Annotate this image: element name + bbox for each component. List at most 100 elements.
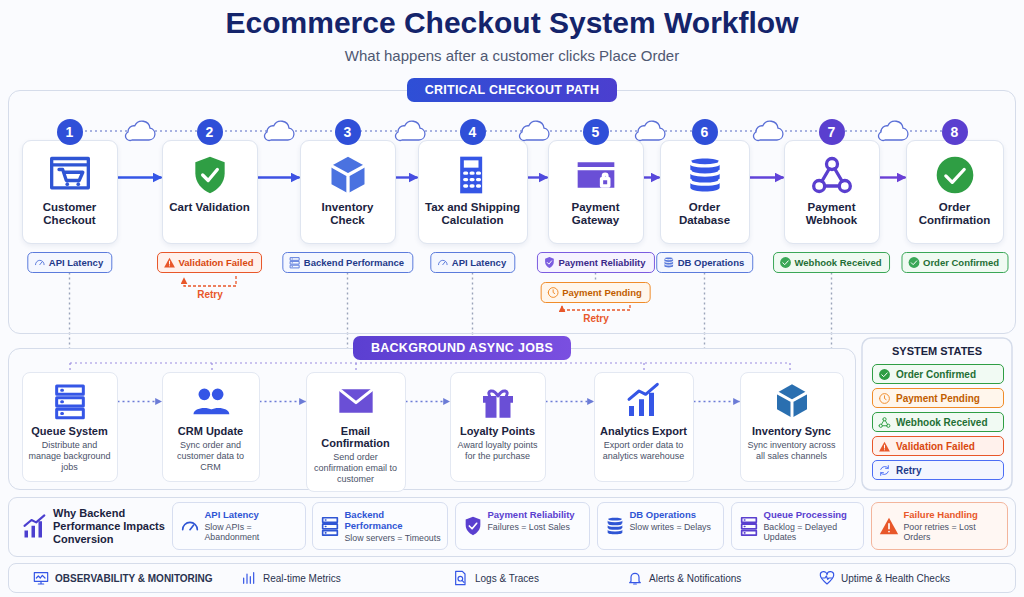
search-icon (453, 570, 469, 586)
info-band: API LatencySlow APIs = AbandonmentBacken… (8, 497, 1016, 557)
check-icon (878, 368, 891, 381)
process-box: 4Tax and Shipping Calculation (418, 140, 528, 244)
flow-arrow (406, 401, 450, 403)
icon-stroke (879, 517, 897, 534)
icon-stroke (35, 260, 44, 264)
icon-stroke (888, 523, 890, 531)
icon-stroke (882, 420, 888, 425)
warn-icon (878, 440, 891, 453)
icon-stroke (813, 158, 850, 191)
icon-stroke (488, 390, 506, 395)
mail-icon (336, 381, 376, 421)
icon-stroke (462, 580, 464, 582)
heading: Payment Reliability (488, 509, 585, 520)
body-text: Sync order and customer data to CRM (168, 440, 254, 474)
chart-icon (624, 381, 664, 421)
heading: Payment Pending (562, 287, 642, 298)
icon-stroke (464, 173, 479, 186)
cube-icon (326, 153, 370, 197)
icon-stroke (51, 158, 88, 187)
icon-stroke (908, 257, 919, 268)
impact-card: Queue ProcessingBacklog = Delayed Update… (731, 502, 864, 550)
retry-loop (184, 276, 236, 286)
callout-number: 6 (692, 119, 718, 145)
heading: DB Operations (678, 257, 745, 268)
icon-stroke (460, 156, 482, 193)
heading: Inventory Sync (746, 425, 838, 437)
label: SYSTEM STATES (892, 345, 982, 357)
text-holder: What happens after a customer clicks Pla… (345, 47, 679, 64)
icon-stroke (496, 396, 499, 418)
icon-stroke (442, 261, 444, 264)
icon-stroke (322, 517, 337, 534)
icon-stroke (438, 260, 447, 264)
check-icon (933, 153, 977, 197)
icon-stroke (690, 158, 719, 191)
icon-stroke (743, 520, 745, 533)
icon-stroke (782, 260, 787, 264)
icon-stroke (339, 389, 372, 412)
icon-stroke (339, 389, 372, 402)
legend-text: Webhook Received (896, 417, 988, 428)
body-text: Customer Checkout (27, 201, 113, 229)
body-text: Tax and Shipping Calculation (423, 201, 523, 229)
icon-stroke (634, 583, 637, 584)
status-badge: API Latency (430, 252, 515, 273)
legend-text: Payment Pending (896, 393, 980, 404)
heading: DB Operations (630, 509, 719, 520)
chart-icon (21, 513, 49, 541)
label-holder: Retry (197, 289, 223, 300)
body-text: Order Database (665, 201, 745, 229)
body-text: Sync inventory across all sales channels (746, 440, 838, 463)
shield-icon (188, 153, 232, 197)
icon-stroke (291, 258, 292, 266)
calc-icon (451, 153, 495, 197)
icon-stroke (881, 466, 889, 474)
impact-card: DB OperationsSlow writes = Delays (597, 502, 724, 550)
flow-arrow (546, 401, 594, 403)
body-text: Failures = Lost Sales (488, 522, 585, 533)
impact-card: Payment ReliabilityFailures = Lost Sales (455, 502, 590, 550)
icon-stroke (777, 392, 807, 417)
icon-stroke (881, 465, 889, 475)
heading: Order Confirmed (923, 257, 999, 268)
label: Retry (583, 313, 609, 324)
icon-stroke (331, 156, 364, 193)
icon-stroke (290, 257, 299, 267)
body-text: Slow servers = Timeouts (345, 533, 443, 544)
warn-icon (878, 515, 900, 537)
callout-number: 7 (819, 119, 845, 145)
heading: Backend Performance (345, 509, 443, 531)
callout-number: 8 (942, 119, 968, 145)
status-badge: Validation Failed (157, 252, 263, 273)
shield-icon (462, 515, 484, 537)
impact-card: Failure HandlingPoor retries = Lost Orde… (871, 502, 1008, 550)
caption: What happens after a customer clicks Pla… (345, 47, 679, 64)
job-card: Email ConfirmationSend order confirmatio… (306, 372, 406, 493)
legend-row: Webhook Received (872, 412, 1004, 432)
icon-stroke (884, 445, 885, 450)
icon-stroke (60, 390, 64, 413)
body-text: Real-time Metrics (263, 573, 475, 584)
dotted-link (831, 273, 832, 349)
gauge-icon (33, 256, 46, 269)
icon-stroke (38, 581, 43, 584)
db-icon (662, 256, 675, 269)
shield-icon (542, 256, 555, 269)
card-icon (574, 153, 618, 197)
section-panel: Queue SystemDistribute and manage backgr… (8, 348, 856, 490)
body-text: Alerts & Notifications (649, 573, 841, 584)
dotted-link (69, 273, 70, 349)
icon-stroke (882, 372, 887, 376)
icon-stroke (469, 523, 476, 529)
section-panel: 1Customer Checkout2Cart Validation3Inven… (8, 90, 1016, 334)
server-icon (738, 515, 760, 537)
api-cloud (126, 121, 155, 140)
label: Retry (197, 289, 223, 300)
body-text: Distribute and manage background jobs (28, 440, 112, 474)
legend-row: Validation Failed (872, 436, 1004, 456)
process-box: 7Payment Webhook (784, 140, 880, 244)
callout-number: 2 (197, 119, 223, 145)
icon-stroke (182, 522, 197, 529)
